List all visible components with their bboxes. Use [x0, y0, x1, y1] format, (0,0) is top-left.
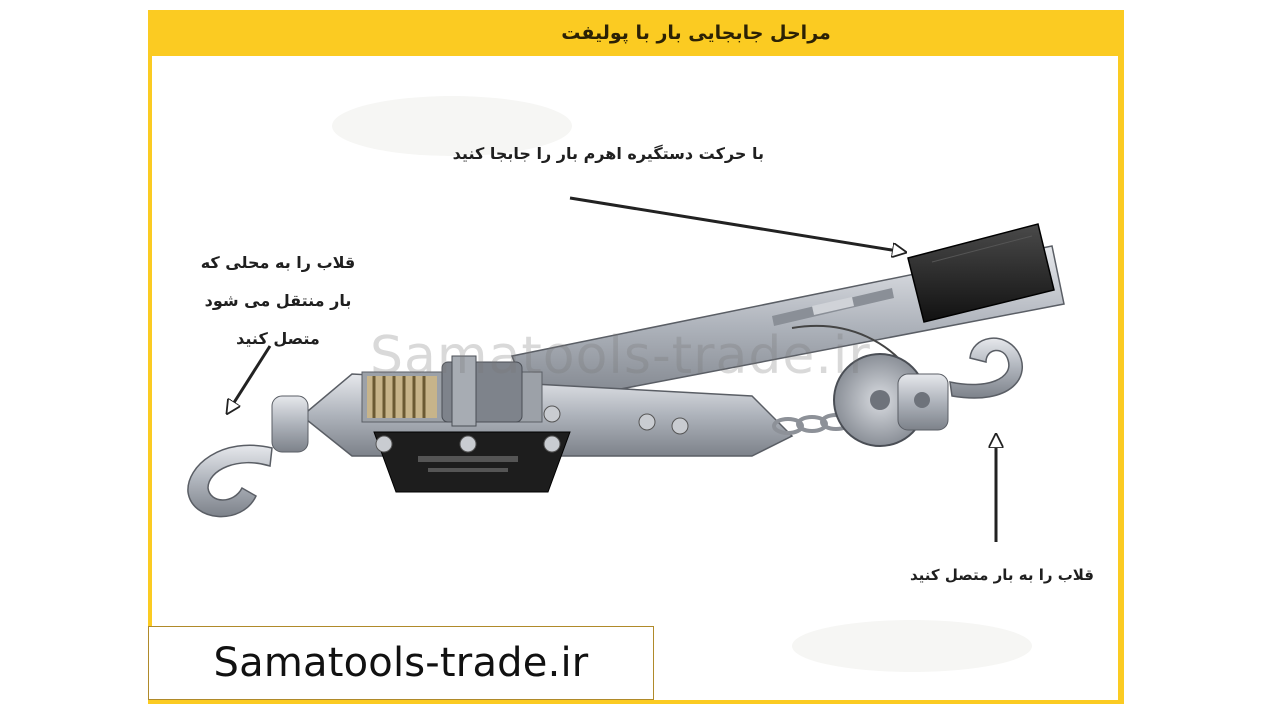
spring	[367, 376, 437, 418]
slide-frame: مراحل جابجایی بار با پولیفت	[148, 10, 1124, 704]
arrow-icon	[228, 345, 272, 412]
watermark: Samatools-trade.ir	[370, 326, 871, 386]
handle-grip	[907, 223, 1055, 323]
pulley-block	[833, 353, 949, 447]
label-plate	[373, 431, 571, 493]
left-hook	[187, 395, 309, 518]
left-hook-caption: قلاب را به محلی که بار منتقل می شود متصل…	[200, 253, 356, 348]
cable-puller-illustration	[187, 96, 1065, 672]
site-label-box: Samatools-trade.ir	[148, 626, 654, 700]
page-title: مراحل جابجایی بار با پولیفت	[561, 22, 831, 44]
handle-caption: با حرکت دستگیره اهرم بار را جابجا کنید	[452, 144, 764, 163]
illustration-panel: Samatools-trade.ir با حرکت دستگیره اهرم …	[152, 56, 1118, 700]
right-hook-caption: قلاب را به بار متصل کنید	[909, 566, 1094, 584]
arrow-icon	[569, 196, 904, 252]
site-label: Samatools-trade.ir	[213, 640, 589, 686]
header-bar: مراحل جابجایی بار با پولیفت	[148, 10, 1124, 56]
right-hook	[949, 337, 1023, 399]
